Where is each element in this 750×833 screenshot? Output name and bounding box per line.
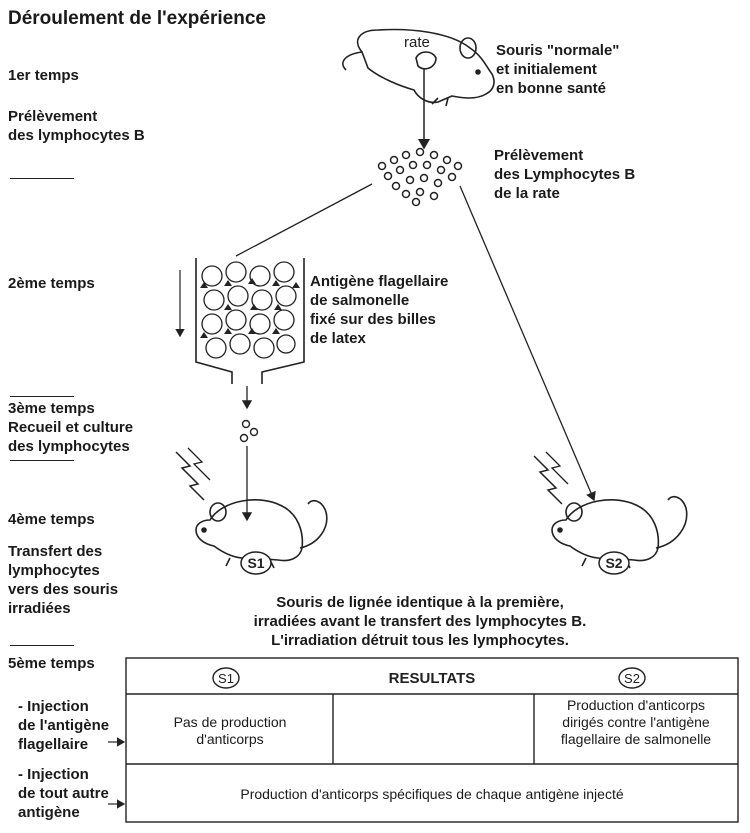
results-table — [125, 657, 739, 823]
page-title: Déroulement de l'expérience — [8, 8, 266, 29]
collected-lymphocytes — [239, 419, 259, 443]
irradiation-bolt-icon — [175, 451, 205, 501]
step-5-label: 5ème temps — [8, 655, 95, 672]
antigen-caption: Antigène flagellaire de salmonelle fixé … — [310, 273, 449, 347]
spleen-label: rate — [404, 34, 430, 51]
irradiation-bolt-icon — [533, 455, 563, 505]
table-row2-cell: Production d'anticorps spécifiques de ch… — [240, 786, 624, 802]
mouse-s1-illustration — [195, 499, 328, 569]
b-lymphocytes-cluster — [377, 147, 463, 207]
collection-caption: Prélèvement des Lymphocytes B de la rate — [494, 147, 636, 202]
latex-beads — [201, 261, 297, 359]
normal-mouse-caption: Souris "normale" et initialement en bonn… — [496, 42, 620, 97]
mouse-s2-label: S2 — [605, 555, 622, 571]
table-row1-s1-cell: Pas de production d'anticorps — [173, 714, 287, 747]
antigen-spikes — [200, 278, 300, 338]
irradiated-mice-caption: Souris de lignée identique à la première… — [253, 594, 587, 649]
step-4-description: Transfert des lymphocytes vers des souri… — [8, 543, 119, 617]
line-to-column — [235, 183, 373, 257]
mouse-s1-badge: S1 — [240, 551, 272, 575]
step-1-description: Prélèvement des lymphocytes B — [8, 108, 145, 144]
separator — [10, 460, 74, 461]
table-s2-badge: S2 — [618, 667, 646, 689]
step-1-label: 1er temps — [8, 67, 79, 84]
mouse-s1-label: S1 — [247, 555, 264, 571]
separator — [10, 645, 74, 646]
table-s1-badge: S1 — [212, 667, 240, 689]
separator — [10, 396, 74, 397]
mouse-s2-badge: S2 — [598, 551, 630, 575]
irradiation-bolt-icon — [187, 447, 211, 481]
table-s2-label: S2 — [624, 671, 640, 686]
latex-bead-column — [195, 258, 305, 384]
step-3-label: 3ème temps Recueil et culture des lympho… — [8, 400, 134, 455]
table-header: RESULTATS — [389, 670, 476, 687]
arrow-to-s2 — [459, 185, 596, 502]
injection-other-label: - Injection de tout autre antigène — [18, 766, 109, 821]
table-row1-s2-cell: Production d'anticorps dirigés contre l'… — [560, 697, 712, 747]
irradiation-bolt-icon — [545, 451, 569, 485]
separator — [10, 178, 74, 179]
table-s1-label: S1 — [218, 671, 234, 686]
step-4-label: 4ème temps — [8, 511, 95, 528]
injection-flagellar-label: - Injection de l'antigène flagellaire — [18, 698, 110, 753]
normal-mouse-illustration — [342, 28, 495, 107]
step-2-label: 2ème temps — [8, 275, 95, 292]
